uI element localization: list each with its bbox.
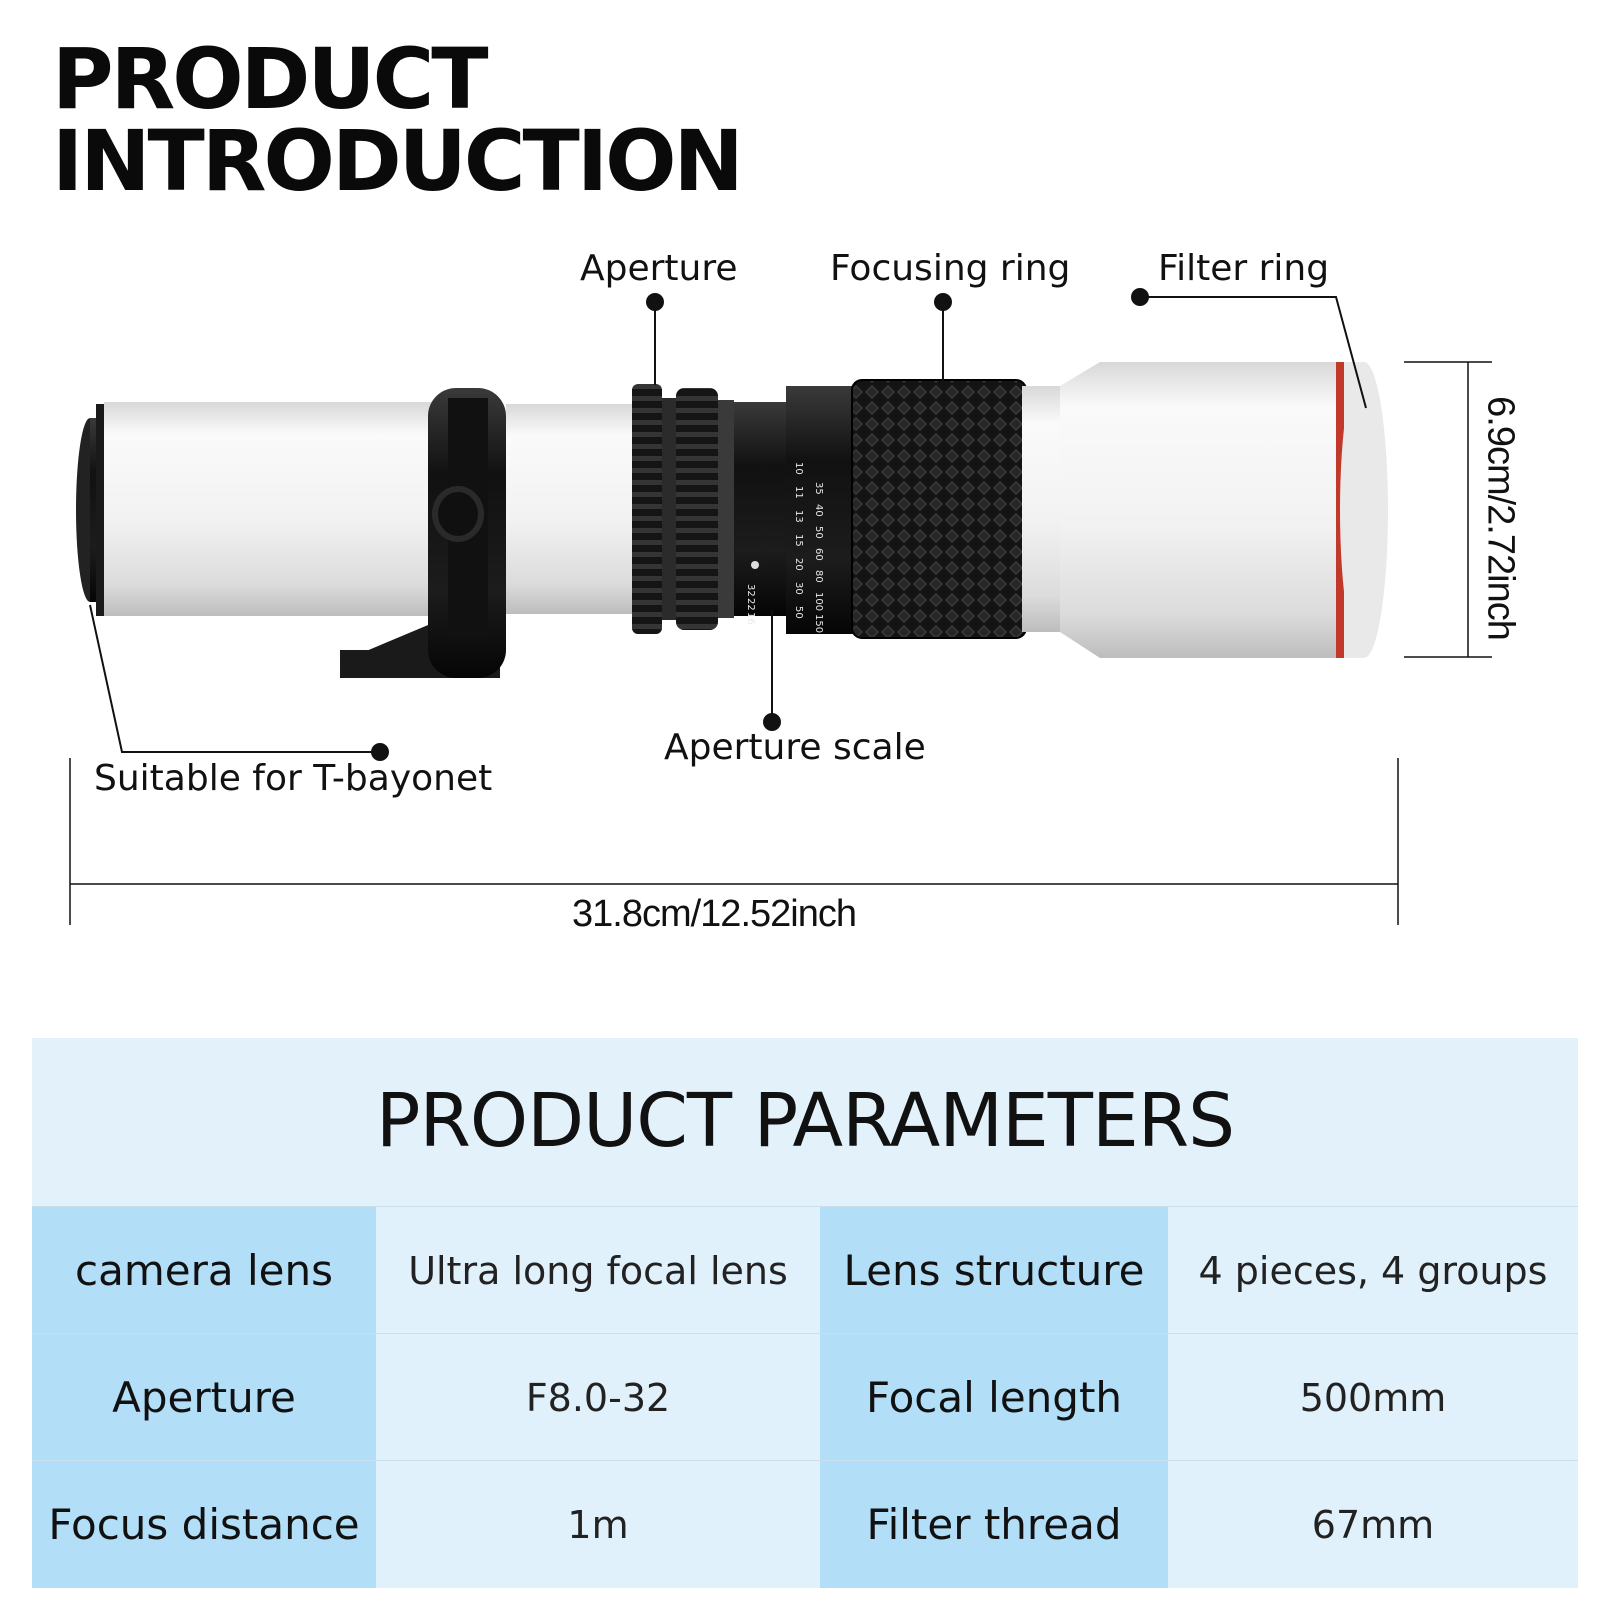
product-parameters-panel: PRODUCT PARAMETERS camera lens Ultra lon… [32, 1038, 1578, 1588]
scale-number: 10 [793, 462, 804, 475]
page-title: PRODUCT INTRODUCTION [52, 30, 744, 210]
front-barrel [1022, 362, 1388, 658]
leader-lines [89, 296, 1367, 753]
scale-number: 50 [813, 526, 824, 539]
scale-number: 20 [793, 558, 804, 571]
scale-number: 40 [813, 504, 824, 517]
rear-barrel [104, 402, 444, 616]
table-row: camera lens Ultra long focal lens Lens s… [32, 1206, 1578, 1334]
param-label: Aperture [32, 1334, 376, 1461]
param-value: Ultra long focal lens [376, 1207, 820, 1334]
scale-number: 100 [813, 592, 824, 611]
middle-barrel [506, 404, 634, 614]
callout-aperture-scale: Aperture scale [664, 727, 926, 768]
title-line-2: INTRODUCTION [52, 112, 744, 210]
scale-number: 22 [745, 598, 756, 611]
param-value: 500mm [1168, 1334, 1578, 1461]
param-value: F8.0-32 [376, 1334, 820, 1461]
tripod-collar [340, 388, 506, 678]
title-line-1: PRODUCT [52, 30, 489, 128]
callout-aperture: Aperture [580, 248, 738, 289]
scale-number: 80 [813, 570, 824, 583]
focusing-ring [852, 380, 1026, 638]
callout-filter-ring: Filter ring [1158, 248, 1330, 289]
table-row: Aperture F8.0-32 Focal length 500mm [32, 1333, 1578, 1461]
param-label: Lens structure [820, 1207, 1168, 1334]
rear-mount [76, 404, 108, 616]
scale-number: 32 [745, 584, 756, 597]
param-value: 4 pieces, 4 groups [1168, 1207, 1578, 1334]
length-dimension: 31.8cm/12.52inch [572, 893, 857, 935]
height-dimension: 6.9cm/2.72inch [1479, 396, 1522, 640]
scale-number: 30 [793, 582, 804, 595]
dimension-lines [69, 361, 1492, 925]
scale-number: 13 [793, 510, 804, 523]
table-row: Focus distance 1m Filter thread 67mm [32, 1460, 1578, 1588]
callout-focusing-ring: Focusing ring [830, 248, 1071, 289]
param-label: Filter thread [820, 1461, 1168, 1588]
param-label: Focal length [820, 1334, 1168, 1461]
param-value: 67mm [1168, 1461, 1578, 1588]
leader-dots [371, 288, 1149, 761]
scale-number: 15 [793, 534, 804, 547]
param-label: camera lens [32, 1207, 376, 1334]
scale-number: 11 [793, 486, 804, 499]
scale-number: 35 [813, 482, 824, 495]
scale-number: 150 [813, 614, 824, 633]
parameters-table: camera lens Ultra long focal lens Lens s… [32, 1206, 1578, 1588]
scale-number: 50 [793, 606, 804, 619]
param-value: 1m [376, 1461, 820, 1588]
param-label: Focus distance [32, 1461, 376, 1588]
scale-number: 16 [745, 612, 756, 625]
callout-t-bayonet: Suitable for T-bayonet [94, 758, 493, 799]
aperture-ring [632, 384, 734, 634]
parameters-title: PRODUCT PARAMETERS [375, 1078, 1235, 1164]
scale-number: 60 [813, 548, 824, 561]
